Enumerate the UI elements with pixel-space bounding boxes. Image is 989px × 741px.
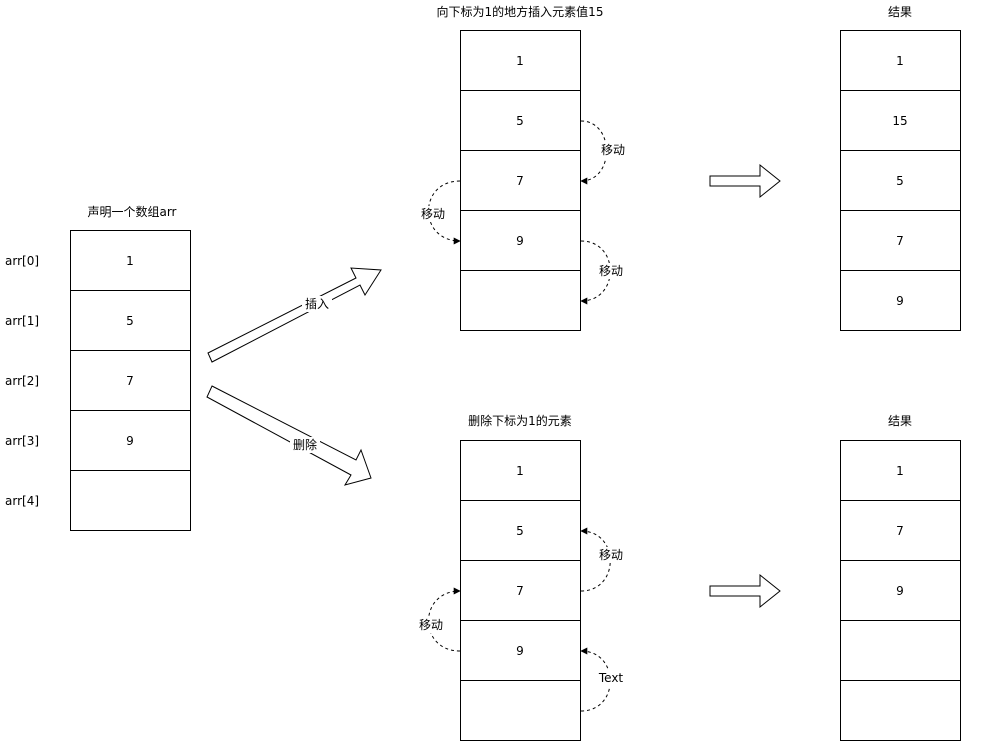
insert-array: 向下标为1的地方插入元素值15 1 5 7 9 移动 移动 移动 — [418, 4, 628, 331]
delete-result-array: 结果 1 7 9 — [840, 414, 961, 741]
delete-arrow: 删除 — [206, 385, 372, 486]
cell-value: 1 — [516, 464, 524, 478]
original-array: 声明一个数组arr arr[0] arr[1] arr[2] arr[3] ar… — [5, 204, 191, 531]
index-label-4: arr[4] — [5, 494, 39, 508]
move-label: Text — [598, 671, 624, 685]
cell-value: 7 — [516, 174, 524, 188]
array-cell — [840, 210, 961, 271]
cell-value: 7 — [896, 524, 904, 538]
move-label: 移动 — [601, 143, 625, 157]
insert-array-title: 向下标为1的地方插入元素值15 — [437, 4, 604, 19]
array-cell — [460, 440, 581, 501]
array-cell — [70, 290, 191, 351]
insert-arrow: 插入 — [207, 267, 382, 363]
array-cell — [70, 410, 191, 471]
array-cell — [460, 620, 581, 681]
insert-result-title: 结果 — [888, 5, 912, 19]
delete-arrow-label: 删除 — [293, 437, 317, 452]
array-cell — [460, 270, 581, 331]
cell-value: 9 — [896, 584, 904, 598]
array-cell — [840, 90, 961, 151]
array-cell — [840, 620, 961, 681]
cell-value: 1 — [896, 464, 904, 478]
insert-result-array: 结果 1 15 5 7 9 — [840, 5, 961, 331]
index-label-0: arr[0] — [5, 254, 39, 268]
delete-array: 删除下标为1的元素 1 5 7 9 移动 移动 Text — [416, 413, 626, 741]
move-label: 移动 — [599, 264, 623, 278]
array-cell — [840, 270, 961, 331]
cell-value: 1 — [516, 54, 524, 68]
array-cell — [460, 680, 581, 741]
move-label: 移动 — [421, 207, 445, 221]
index-label-2: arr[2] — [5, 374, 39, 388]
insert-arrow-label: 插入 — [305, 297, 329, 311]
cell-value: 5 — [516, 524, 524, 538]
array-cell — [840, 440, 961, 501]
array-cell — [840, 150, 961, 211]
cell-value: 9 — [516, 234, 524, 248]
array-cell — [70, 470, 191, 531]
cell-value: 9 — [896, 294, 904, 308]
delete-array-title: 删除下标为1的元素 — [468, 413, 572, 428]
cell-value: 7 — [896, 234, 904, 248]
move-label: 移动 — [599, 548, 623, 562]
cell-value: 7 — [516, 584, 524, 598]
cell-value: 1 — [126, 254, 134, 268]
cell-value: 5 — [516, 114, 524, 128]
cell-value: 1 — [896, 54, 904, 68]
cell-value: 5 — [896, 174, 904, 188]
cell-value: 5 — [126, 314, 134, 328]
cell-value: 9 — [126, 434, 134, 448]
move-label: 移动 — [419, 618, 443, 632]
array-cell — [840, 30, 961, 91]
insert-result-arrow — [709, 163, 781, 199]
array-cell — [70, 350, 191, 411]
array-cell — [460, 500, 581, 561]
delete-result-title: 结果 — [888, 414, 912, 428]
array-cell — [840, 560, 961, 621]
array-cell — [460, 30, 581, 91]
array-cell — [840, 680, 961, 741]
index-label-3: arr[3] — [5, 434, 39, 448]
array-cell — [460, 90, 581, 151]
cell-value: 9 — [516, 644, 524, 658]
array-cell — [840, 500, 961, 561]
cell-value: 15 — [892, 114, 907, 128]
index-label-1: arr[1] — [5, 314, 39, 328]
original-array-title: 声明一个数组arr — [87, 204, 176, 219]
delete-result-arrow — [709, 573, 781, 609]
cell-value: 7 — [126, 374, 134, 388]
array-cell — [70, 230, 191, 291]
